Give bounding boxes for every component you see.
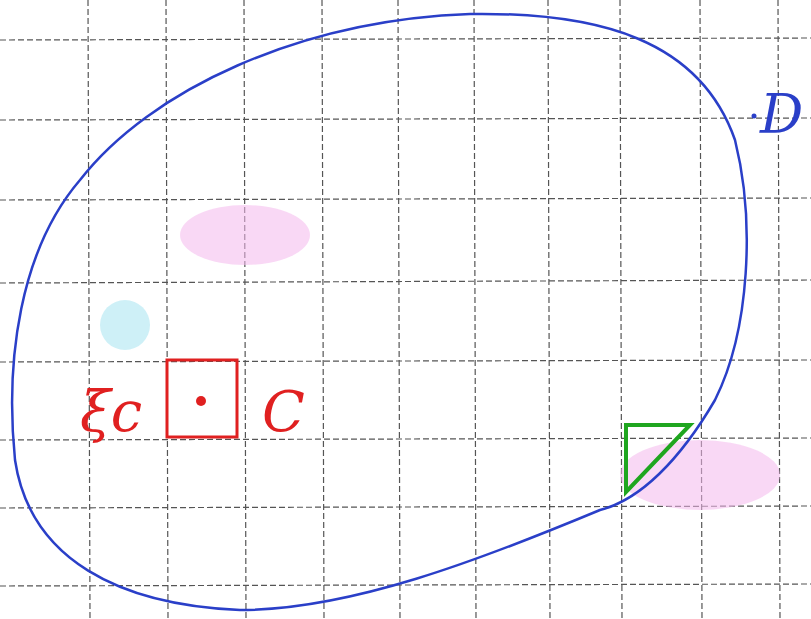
domain-label: D — [760, 88, 803, 142]
center-label: C — [262, 384, 305, 440]
boundary-triangle — [626, 425, 690, 492]
cell-square — [167, 360, 237, 437]
domain-boundary — [12, 14, 747, 610]
label-dot — [752, 114, 757, 119]
cell-label: ξc — [80, 384, 142, 440]
highlighter-smudges — [100, 205, 780, 510]
cell-center-dot — [196, 396, 206, 406]
